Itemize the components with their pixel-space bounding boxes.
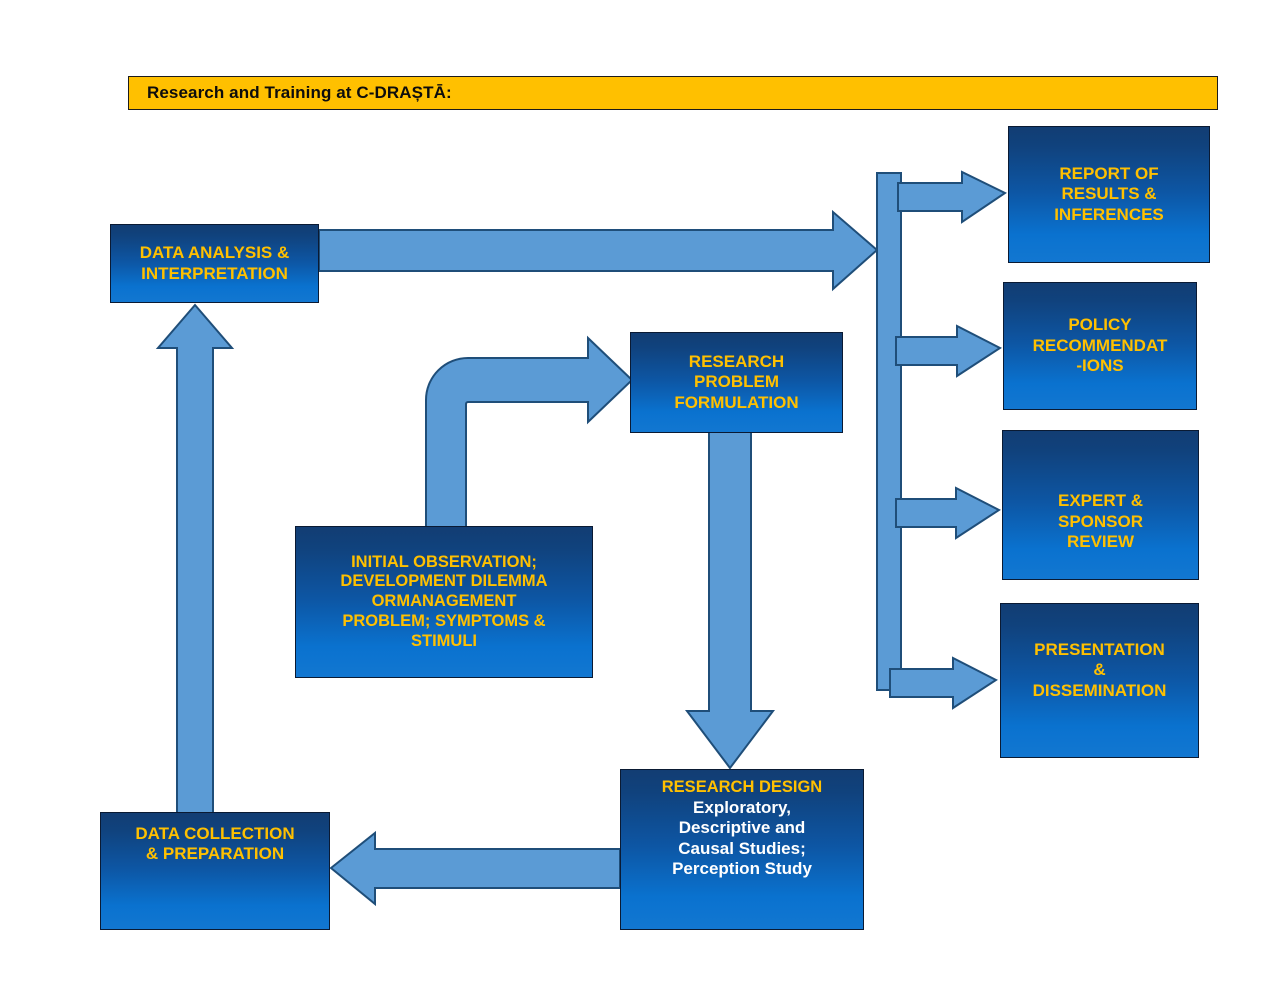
arrow-distributor-to-presentation — [889, 656, 998, 710]
node-line: SPONSOR — [1057, 511, 1144, 531]
node-line: REVIEW — [1066, 532, 1135, 552]
arrow-formulation-to-design — [684, 431, 776, 770]
node-line: PROBLEM — [694, 372, 779, 392]
node-line: DEVELOPMENT DILEMMA — [340, 572, 548, 591]
node-presentation-dissemination[interactable]: PRESENTATION & DISSEMINATION — [1000, 603, 1199, 758]
node-data-collection[interactable]: DATA COLLECTION & PREPARATION — [100, 812, 330, 930]
node-line: Descriptive and — [678, 818, 806, 838]
node-line: POLICY — [1068, 315, 1132, 335]
node-line: -IONS — [1076, 356, 1124, 376]
header-banner: Research and Training at C-DRAȘTĀ: — [128, 76, 1218, 110]
node-line: & PREPARATION — [145, 844, 285, 864]
node-data-analysis[interactable]: DATA ANALYSIS & INTERPRETATION — [110, 224, 319, 303]
node-line: RECOMMENDAT — [1032, 335, 1168, 355]
arrow-distributor-to-policy — [895, 324, 1002, 378]
node-research-design[interactable]: RESEARCH DESIGN Exploratory, Descriptive… — [620, 769, 864, 930]
distribution-bar — [876, 172, 902, 691]
node-line: PROBLEM; SYMPTOMS & — [342, 611, 546, 630]
node-report-of-results[interactable]: REPORT OF RESULTS & INFERENCES — [1008, 126, 1210, 263]
node-line: REPORT OF — [1059, 163, 1159, 183]
node-line: PRESENTATION — [1034, 639, 1165, 659]
arrow-analysis-to-distributor — [318, 209, 879, 292]
arrow-distributor-to-expert — [895, 486, 1001, 540]
arrow-collection-to-analysis — [155, 303, 235, 817]
node-problem-formulation[interactable]: RESEARCH PROBLEM FORMULATION — [630, 332, 843, 433]
node-title: RESEARCH DESIGN — [661, 778, 823, 796]
node-line: RESULTS & — [1061, 184, 1157, 204]
node-line: INFERENCES — [1054, 204, 1164, 224]
arrow-distributor-to-report — [897, 170, 1007, 224]
arrow-observation-to-formulation — [425, 335, 634, 529]
node-line: RESEARCH — [688, 351, 785, 371]
node-expert-sponsor-review[interactable]: EXPERT & SPONSOR REVIEW — [1002, 430, 1199, 580]
node-line: INITIAL OBSERVATION; — [351, 552, 537, 571]
node-line: FORMULATION — [674, 392, 799, 412]
node-line: INTERPRETATION — [141, 263, 288, 283]
arrow-design-to-collection — [329, 830, 621, 907]
node-line: DISSEMINATION — [1032, 680, 1167, 700]
page-title: Research and Training at C-DRAȘTĀ: — [147, 83, 452, 102]
node-line: ORMANAGEMENT — [371, 592, 517, 611]
node-line: Perception Study — [672, 858, 812, 878]
node-line: Exploratory, — [693, 797, 791, 817]
node-line: & — [1093, 660, 1106, 680]
node-line: Causal Studies; — [678, 838, 806, 858]
node-line: DATA ANALYSIS & — [139, 243, 290, 263]
node-line: STIMULI — [411, 631, 477, 650]
node-initial-observation[interactable]: INITIAL OBSERVATION; DEVELOPMENT DILEMMA… — [295, 526, 593, 678]
node-line: DATA COLLECTION — [135, 824, 295, 843]
node-policy-recommendations[interactable]: POLICY RECOMMENDAT -IONS — [1003, 282, 1197, 410]
node-line: EXPERT & — [1057, 491, 1144, 511]
